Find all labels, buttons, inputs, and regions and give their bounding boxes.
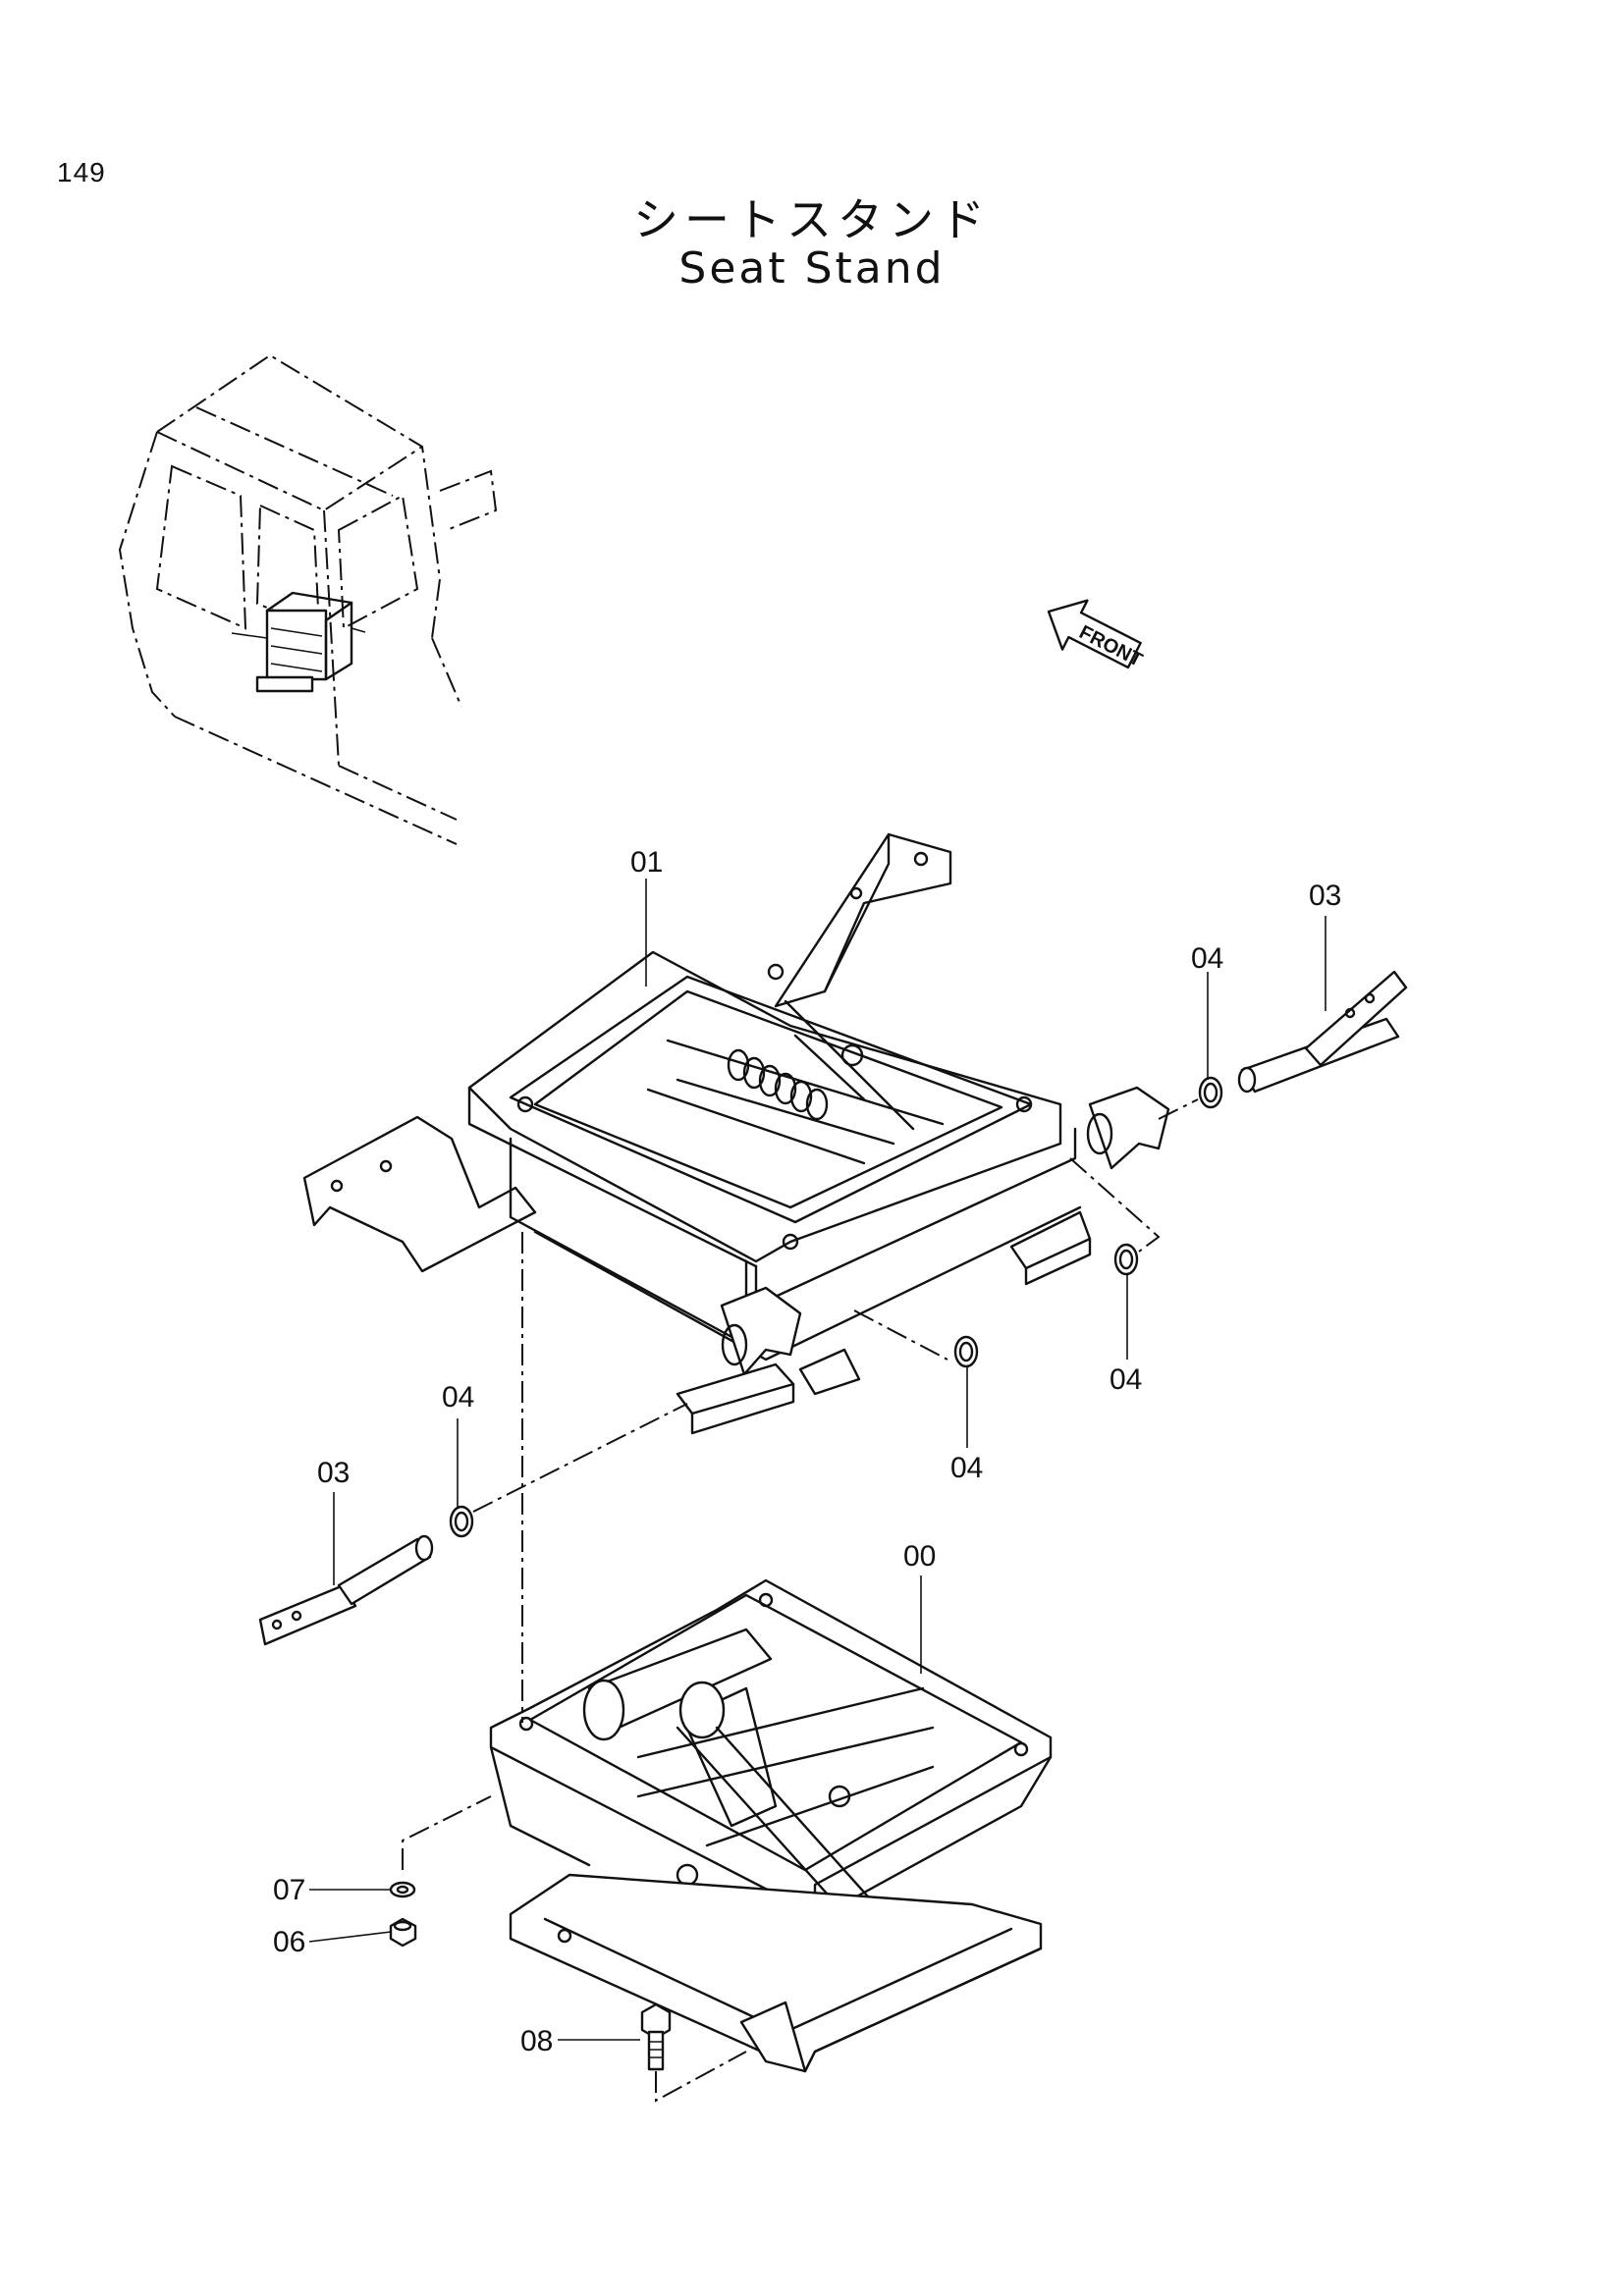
leader-06 — [308, 1931, 392, 1943]
cab-seat-mini — [231, 591, 366, 693]
snap-ring-b — [1113, 1243, 1139, 1276]
assembly-line-ring-b — [1069, 1157, 1161, 1253]
assembly-line-washer — [402, 1795, 492, 1870]
callout-08: 08 — [520, 2025, 553, 2057]
assembly-line-pin-right — [1158, 1098, 1199, 1120]
snap-ring-c — [953, 1335, 979, 1368]
callout-00: 00 — [903, 1540, 936, 1573]
snap-ring-d — [449, 1505, 474, 1538]
nut — [389, 1917, 417, 1948]
snap-ring-a — [1198, 1076, 1223, 1109]
callout-03-left: 03 — [317, 1457, 350, 1489]
assembly-line-bolt — [655, 2051, 747, 2103]
callout-04-a: 04 — [1191, 942, 1223, 975]
callout-04-c: 04 — [950, 1452, 983, 1484]
seat-suspension-base — [489, 1578, 1053, 2073]
upper-seat-frame — [302, 832, 1170, 1435]
bolt — [640, 2002, 672, 2071]
title-english: Seat Stand — [678, 243, 946, 294]
cab-overview-illustration — [118, 353, 498, 845]
callout-06: 06 — [273, 1926, 305, 1958]
damper-cylinder — [582, 1628, 778, 1828]
callout-04-b: 04 — [1110, 1363, 1142, 1396]
callout-01: 01 — [630, 846, 663, 879]
assembly-line-ring-c — [853, 1309, 948, 1361]
assembly-line-pin-left — [472, 1403, 688, 1513]
front-arrow-icon: FRONT — [1047, 599, 1146, 671]
pin-right — [1237, 970, 1408, 1094]
title-japanese: シートスタンド — [633, 193, 991, 246]
callout-04-d: 04 — [442, 1381, 474, 1414]
callout-03-right: 03 — [1309, 880, 1341, 912]
spring-coil — [727, 1048, 829, 1121]
page-number: 149 — [57, 157, 106, 187]
callout-07: 07 — [273, 1874, 305, 1906]
washer — [389, 1881, 416, 1898]
pin-left — [258, 1534, 434, 1646]
